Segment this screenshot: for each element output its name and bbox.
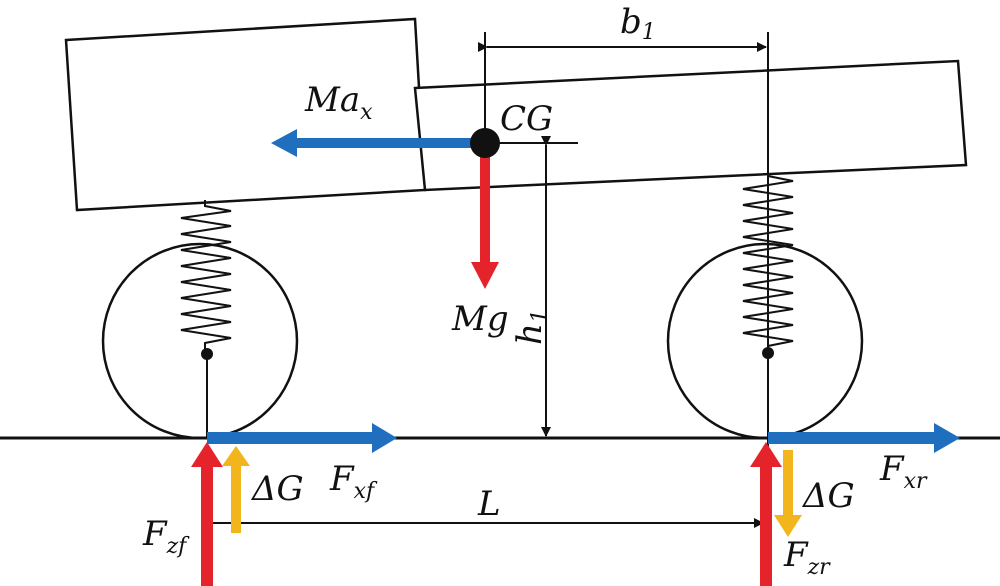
max-arrow-shaft — [290, 138, 483, 148]
cg-dot — [470, 128, 500, 158]
rear-spring — [742, 170, 794, 353]
fzf-label: Fzf — [142, 514, 190, 559]
max-label: Max — [304, 80, 373, 125]
front-wheel — [101, 242, 299, 440]
rear-wheel — [666, 242, 864, 440]
front-spring — [180, 200, 232, 354]
fzf-arrow-shaft — [201, 463, 213, 586]
dg-rear-arrow-head — [774, 515, 802, 537]
dg-rear-arrow-shaft — [783, 450, 793, 517]
dg-rear-label: ΔG — [801, 476, 855, 516]
mg-arrow-head — [471, 262, 499, 289]
L-label: L — [477, 484, 501, 524]
mg-arrow-shaft — [480, 143, 490, 268]
fxf-arrow-shaft — [207, 432, 377, 444]
cg-label: CG — [500, 99, 553, 139]
fxf-label: Fxf — [329, 459, 378, 504]
dg-front-arrow-head — [222, 446, 250, 466]
fzf-arrow-head — [191, 442, 223, 467]
fzr-label: Fzr — [783, 535, 831, 580]
dg-front-label: ΔG — [250, 469, 304, 509]
mg-label: Mg — [451, 299, 509, 339]
max-arrow-head — [271, 129, 297, 157]
fzr-arrow-head — [750, 442, 782, 467]
fxr-arrow-shaft — [768, 432, 938, 444]
fxr-arrow-head — [934, 423, 960, 453]
fxf-arrow-head — [372, 423, 397, 453]
b1-label: b1 — [620, 2, 656, 45]
dg-front-arrow-shaft — [231, 463, 241, 533]
h1-label: h1 — [510, 309, 553, 345]
fxr-label: Fxr — [879, 449, 928, 494]
front-body-box — [413, 59, 968, 192]
fzr-arrow-shaft — [760, 463, 772, 586]
